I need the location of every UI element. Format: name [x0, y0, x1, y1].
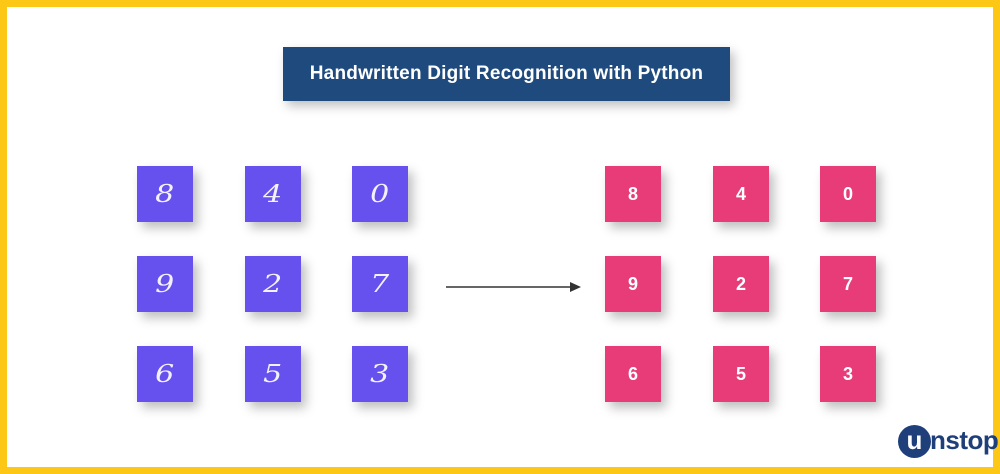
- input-digit-tile: 0: [352, 166, 408, 222]
- output-digit: 9: [627, 273, 638, 294]
- output-digit: 8: [627, 183, 638, 204]
- output-digit: 6: [627, 363, 638, 384]
- input-digit: 3: [370, 360, 390, 388]
- output-digit-tile: 6: [605, 346, 661, 402]
- output-digit-tile: 3: [820, 346, 876, 402]
- input-digit-tile: 2: [245, 256, 301, 312]
- logo-text: nstop: [930, 425, 999, 455]
- input-digit-tile: 4: [245, 166, 301, 222]
- output-digit-tile: 4: [713, 166, 769, 222]
- output-digit: 2: [735, 273, 746, 294]
- logo-circle: [898, 425, 931, 458]
- output-digit-tile: 2: [713, 256, 769, 312]
- unstop-logo: u nstop: [898, 425, 999, 459]
- input-digit: 4: [263, 180, 283, 208]
- output-digit-tile: 7: [820, 256, 876, 312]
- input-digit: 6: [155, 360, 175, 388]
- output-digit-tile: 5: [713, 346, 769, 402]
- output-digit-tile: 9: [605, 256, 661, 312]
- input-digit-tile: 6: [137, 346, 193, 402]
- output-digit: 0: [842, 183, 853, 204]
- diagram-title: Handwritten Digit Recognition with Pytho…: [283, 47, 730, 101]
- input-digit-tile: 7: [352, 256, 408, 312]
- output-digit: 5: [735, 363, 746, 384]
- input-digit-tile: 3: [352, 346, 408, 402]
- input-digit-tile: 8: [137, 166, 193, 222]
- input-digit: 7: [370, 270, 390, 298]
- logo-first-letter: u: [906, 425, 923, 455]
- input-digit: 8: [155, 180, 175, 208]
- output-digit: 7: [842, 273, 853, 294]
- input-digit: 2: [263, 270, 283, 298]
- output-digit: 4: [735, 183, 746, 204]
- output-digit-tile: 0: [820, 166, 876, 222]
- input-digit-tile: 5: [245, 346, 301, 402]
- right-arrow-icon: [446, 282, 581, 292]
- output-digit: 3: [842, 363, 853, 384]
- output-digit-tile: 8: [605, 166, 661, 222]
- input-digit: 9: [155, 270, 175, 298]
- input-digit-tile: 9: [137, 256, 193, 312]
- input-digit: 0: [370, 180, 390, 208]
- input-digit: 5: [263, 360, 283, 388]
